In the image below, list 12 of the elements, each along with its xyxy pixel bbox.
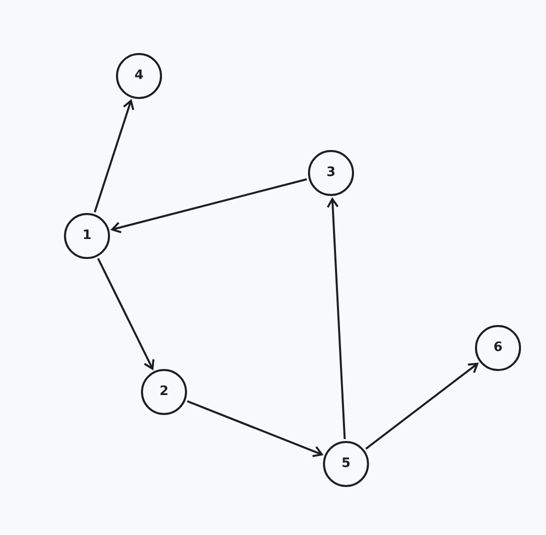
arrow [186,400,323,458]
node-label: 2 [159,383,169,402]
arrow [97,258,154,370]
arrow [365,362,478,450]
node-label: 4 [134,67,144,86]
node-label: 6 [493,339,503,358]
node-label: 5 [341,455,351,474]
node-label: 1 [82,227,92,246]
arrow [94,100,134,213]
arrow [326,198,346,440]
arrow [111,178,308,234]
node-label: 3 [326,164,336,182]
